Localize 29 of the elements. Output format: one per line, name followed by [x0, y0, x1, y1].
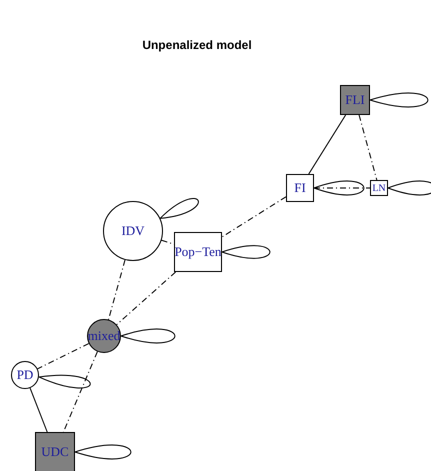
connector-line [222, 196, 286, 238]
node-label: LN [372, 182, 386, 194]
chart-title: Unpenalized model [141, 38, 253, 52]
node-label: FI [294, 180, 306, 196]
self-loop [160, 198, 199, 219]
circle-node [87, 319, 121, 353]
square-node [35, 432, 75, 471]
self-loop [120, 328, 176, 344]
connector-line [108, 259, 126, 320]
self-loop [314, 180, 364, 196]
node-label: FLI [345, 92, 365, 108]
connector-line [37, 343, 90, 370]
connector-line [358, 114, 378, 180]
self-loop [222, 245, 270, 259]
self-loop [370, 92, 428, 108]
self-loop [74, 444, 132, 460]
connector-line [30, 388, 48, 432]
node-label: IDV [121, 223, 145, 239]
self-loop [388, 180, 431, 196]
self-loop [38, 374, 91, 388]
connector-line [116, 272, 176, 326]
square-node [286, 174, 314, 202]
circle-node [11, 361, 39, 389]
node-label: mixed [88, 328, 120, 344]
node-label: PD [16, 367, 34, 383]
square-node [340, 85, 370, 115]
connector-line [308, 114, 346, 174]
node-label: UDC [41, 444, 69, 460]
connector-line [62, 351, 98, 432]
